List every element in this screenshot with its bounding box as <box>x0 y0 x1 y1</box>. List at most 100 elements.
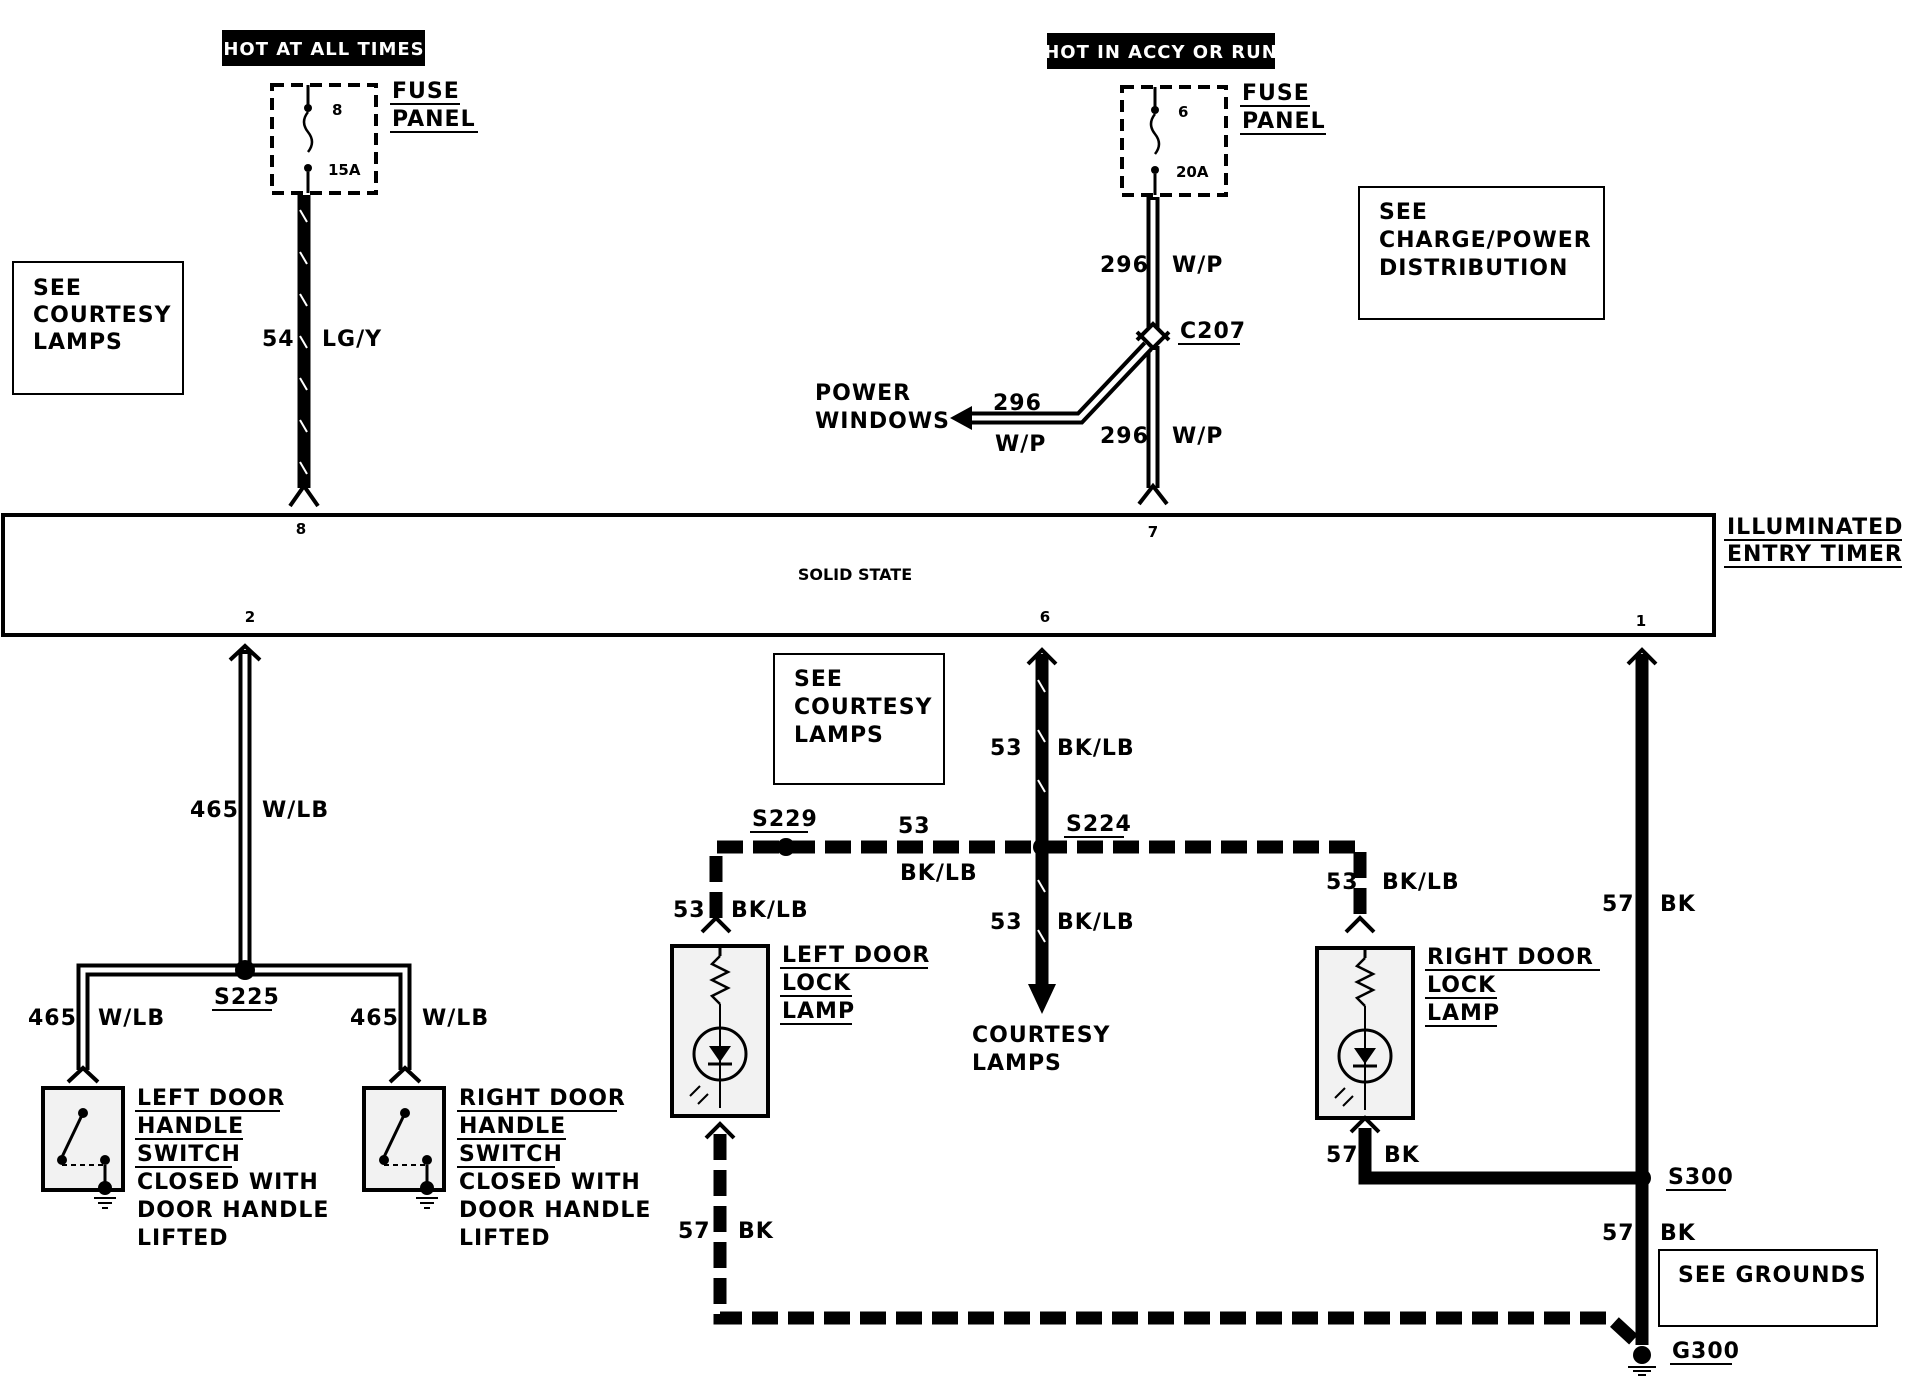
timer-name: ILLUMINATED <box>1727 515 1903 540</box>
svg-text:HANDLE: HANDLE <box>137 1114 244 1139</box>
svg-text:HOT IN ACCY OR RUN: HOT IN ACCY OR RUN <box>1044 42 1278 63</box>
svg-text:LEFT DOOR: LEFT DOOR <box>782 943 930 968</box>
splice-s300: S300 <box>1668 1165 1734 1190</box>
see-charge-power-box: SEE CHARGE/POWER DISTRIBUTION <box>1358 186 1605 320</box>
svg-text:SEE: SEE <box>1379 200 1428 225</box>
svg-text:DOOR HANDLE: DOOR HANDLE <box>137 1198 329 1223</box>
destination-power-windows: POWER <box>815 381 911 406</box>
svg-text:296: 296 <box>1100 424 1149 449</box>
svg-text:LAMPS: LAMPS <box>794 723 884 748</box>
svg-text:RIGHT DOOR: RIGHT DOOR <box>459 1086 626 1111</box>
connector-c207: C207 <box>1180 319 1246 344</box>
see-courtesy-lamps-box-mid: SEE COURTESY LAMPS <box>773 653 945 785</box>
fuse-panel-right: 6 20A FUSE PANEL <box>1120 81 1326 197</box>
svg-text:DOOR HANDLE: DOOR HANDLE <box>459 1198 651 1223</box>
pin-1: 1 <box>1636 612 1646 630</box>
svg-text:SEE: SEE <box>33 276 82 301</box>
svg-text:53: 53 <box>673 898 706 923</box>
svg-text:PANEL: PANEL <box>1242 109 1326 134</box>
svg-text:465: 465 <box>350 1006 399 1031</box>
svg-text:DISTRIBUTION: DISTRIBUTION <box>1379 256 1568 281</box>
svg-text:CLOSED WITH: CLOSED WITH <box>459 1170 641 1195</box>
svg-text:LAMPS: LAMPS <box>972 1051 1062 1076</box>
svg-text:53: 53 <box>990 736 1023 761</box>
svg-text:296: 296 <box>993 391 1042 416</box>
pin-6: 6 <box>1040 608 1050 626</box>
svg-text:HOT AT ALL TIMES: HOT AT ALL TIMES <box>223 39 424 60</box>
left-door-handle-switch: LEFT DOOR HANDLE SWITCH CLOSED WITH DOOR… <box>41 1086 329 1251</box>
svg-text:BK: BK <box>1660 1221 1696 1246</box>
svg-text:SEE: SEE <box>794 667 843 692</box>
svg-text:53: 53 <box>898 814 931 839</box>
wire-296: 296 W/P 296 W/P 296 W/P C207 POWER WINDO… <box>815 197 1246 506</box>
hot-in-accy-or-run-label: HOT IN ACCY OR RUN <box>1044 33 1278 69</box>
wire-53: 53 BK/LB 53 BK/LB 53 BK/LB 53 BK/LB 53 B… <box>673 647 1460 1076</box>
svg-text:PANEL: PANEL <box>392 107 476 132</box>
svg-text:W/P: W/P <box>995 432 1046 457</box>
svg-text:SWITCH: SWITCH <box>459 1142 563 1167</box>
svg-text:LEFT DOOR: LEFT DOOR <box>137 1086 285 1111</box>
timer-type: SOLID STATE <box>798 565 912 584</box>
fuse-rating: 20A <box>1176 163 1209 181</box>
svg-text:BK: BK <box>1384 1143 1420 1168</box>
svg-text:SWITCH: SWITCH <box>137 1142 241 1167</box>
fuse-panel-title: FUSE <box>392 79 460 104</box>
fuse-rating: 15A <box>328 161 361 179</box>
svg-text:LOCK: LOCK <box>782 971 851 996</box>
svg-text:W/LB: W/LB <box>98 1006 165 1031</box>
svg-text:RIGHT DOOR: RIGHT DOOR <box>1427 945 1594 970</box>
svg-text:LIFTED: LIFTED <box>459 1226 551 1251</box>
svg-text:57: 57 <box>1602 1221 1635 1246</box>
svg-text:HANDLE: HANDLE <box>459 1114 566 1139</box>
svg-text:LAMP: LAMP <box>1427 1001 1500 1026</box>
svg-text:BK: BK <box>738 1219 774 1244</box>
svg-text:CHARGE/POWER: CHARGE/POWER <box>1379 228 1592 253</box>
svg-text:COURTESY: COURTESY <box>794 695 933 720</box>
ground-g300: G300 <box>1672 1339 1740 1364</box>
svg-text:BK/LB: BK/LB <box>731 898 809 923</box>
splice-s224: S224 <box>1066 812 1132 837</box>
right-door-lock-lamp: RIGHT DOOR LOCK LAMP <box>1315 945 1600 1120</box>
splice-s229: S229 <box>752 807 818 832</box>
svg-text:53: 53 <box>990 910 1023 935</box>
svg-text:LAMPS: LAMPS <box>33 330 123 355</box>
see-grounds-box: SEE GROUNDS <box>1658 1249 1878 1327</box>
svg-text:BK/LB: BK/LB <box>900 861 978 886</box>
svg-text:57: 57 <box>1602 892 1635 917</box>
right-door-handle-switch: RIGHT DOOR HANDLE SWITCH CLOSED WITH DOO… <box>362 1086 651 1251</box>
splice-s225: S225 <box>214 985 280 1010</box>
fuse-panel-left: 8 15A FUSE PANEL <box>270 79 478 195</box>
illuminated-entry-timer: SOLID STATE 8 7 2 6 1 ILLUMINATED ENTRY … <box>1 513 1903 637</box>
fuse-panel-title: FUSE <box>1242 81 1310 106</box>
fuse-number: 8 <box>332 101 342 119</box>
svg-text:53: 53 <box>1326 870 1359 895</box>
svg-text:CLOSED WITH: CLOSED WITH <box>137 1170 319 1195</box>
destination-courtesy-lamps: COURTESY <box>972 1023 1111 1048</box>
svg-text:WINDOWS: WINDOWS <box>815 409 950 434</box>
svg-text:BK/LB: BK/LB <box>1382 870 1460 895</box>
hot-at-all-times-label: HOT AT ALL TIMES <box>222 30 425 66</box>
svg-text:57: 57 <box>678 1219 711 1244</box>
pin-8: 8 <box>296 520 306 538</box>
wire-465: 465 W/LB 465 W/LB 465 W/LB S225 <box>28 643 489 1084</box>
svg-text:W/P: W/P <box>1172 253 1223 278</box>
svg-text:296: 296 <box>1100 253 1149 278</box>
wire-54: 54 LG/Y <box>262 195 381 508</box>
svg-text:57: 57 <box>1326 1143 1359 1168</box>
svg-text:54: 54 <box>262 327 295 352</box>
svg-text:W/LB: W/LB <box>262 798 329 823</box>
svg-text:COURTESY: COURTESY <box>33 303 172 328</box>
wire-57: 57 BK 57 BK 57 BK 57 BK S300 G300 <box>678 647 1740 1376</box>
svg-text:465: 465 <box>28 1006 77 1031</box>
svg-text:W/LB: W/LB <box>422 1006 489 1031</box>
svg-text:BK: BK <box>1660 892 1696 917</box>
svg-text:W/P: W/P <box>1172 424 1223 449</box>
svg-text:LAMP: LAMP <box>782 999 855 1024</box>
svg-text:LIFTED: LIFTED <box>137 1226 229 1251</box>
see-courtesy-lamps-box-left: SEE COURTESY LAMPS <box>12 261 184 395</box>
pin-7: 7 <box>1148 523 1158 541</box>
svg-text:SEE GROUNDS: SEE GROUNDS <box>1678 1263 1867 1288</box>
svg-text:465: 465 <box>190 798 239 823</box>
pin-2: 2 <box>245 608 255 626</box>
